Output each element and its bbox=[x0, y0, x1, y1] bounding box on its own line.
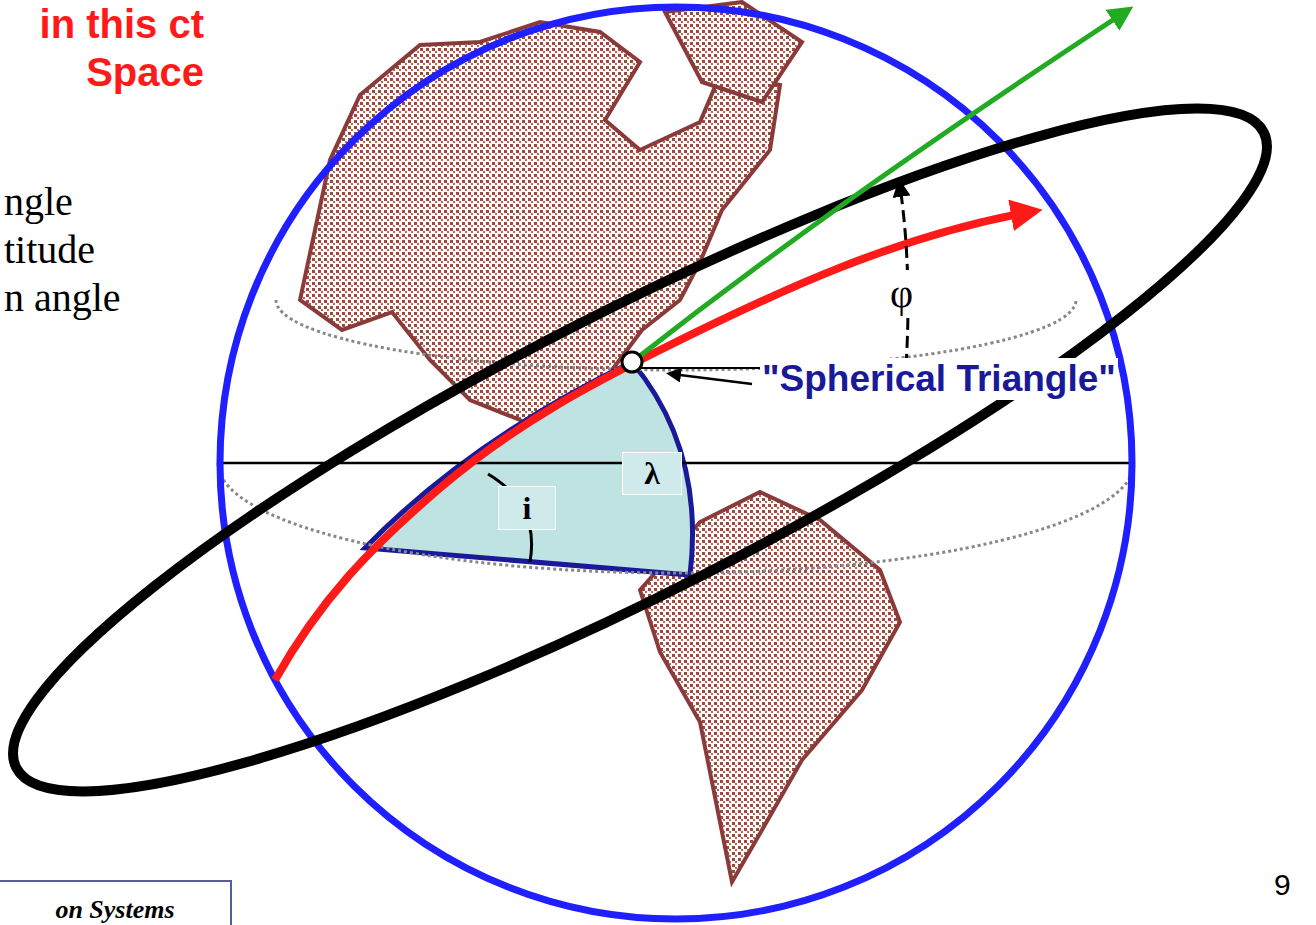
ground-track bbox=[275, 212, 1030, 680]
footer-box: on Systems bbox=[0, 880, 232, 925]
angle-box: λ bbox=[622, 452, 682, 495]
node-text: on Systems bbox=[55, 895, 174, 925]
satellite-point bbox=[622, 352, 642, 372]
earth-outline bbox=[220, 7, 1132, 919]
bullet-text: n angle bbox=[2, 274, 123, 321]
orbit bbox=[0, 7, 1316, 892]
page-number: 9 bbox=[1272, 868, 1293, 902]
angle-symbol: φ bbox=[888, 270, 915, 317]
spherical-triangle bbox=[365, 362, 693, 575]
node-text: λ bbox=[644, 455, 660, 492]
node-text: i bbox=[523, 490, 532, 527]
callout-label: "Spherical Triangle" bbox=[760, 358, 1118, 400]
leader-line bbox=[672, 374, 752, 384]
slide-title: in this ct Space bbox=[4, 0, 204, 96]
angle-box: i bbox=[498, 486, 556, 530]
bullet-text: titude bbox=[2, 226, 97, 273]
bullet-text: ngle bbox=[2, 178, 75, 225]
velocity-arrow bbox=[632, 12, 1125, 362]
